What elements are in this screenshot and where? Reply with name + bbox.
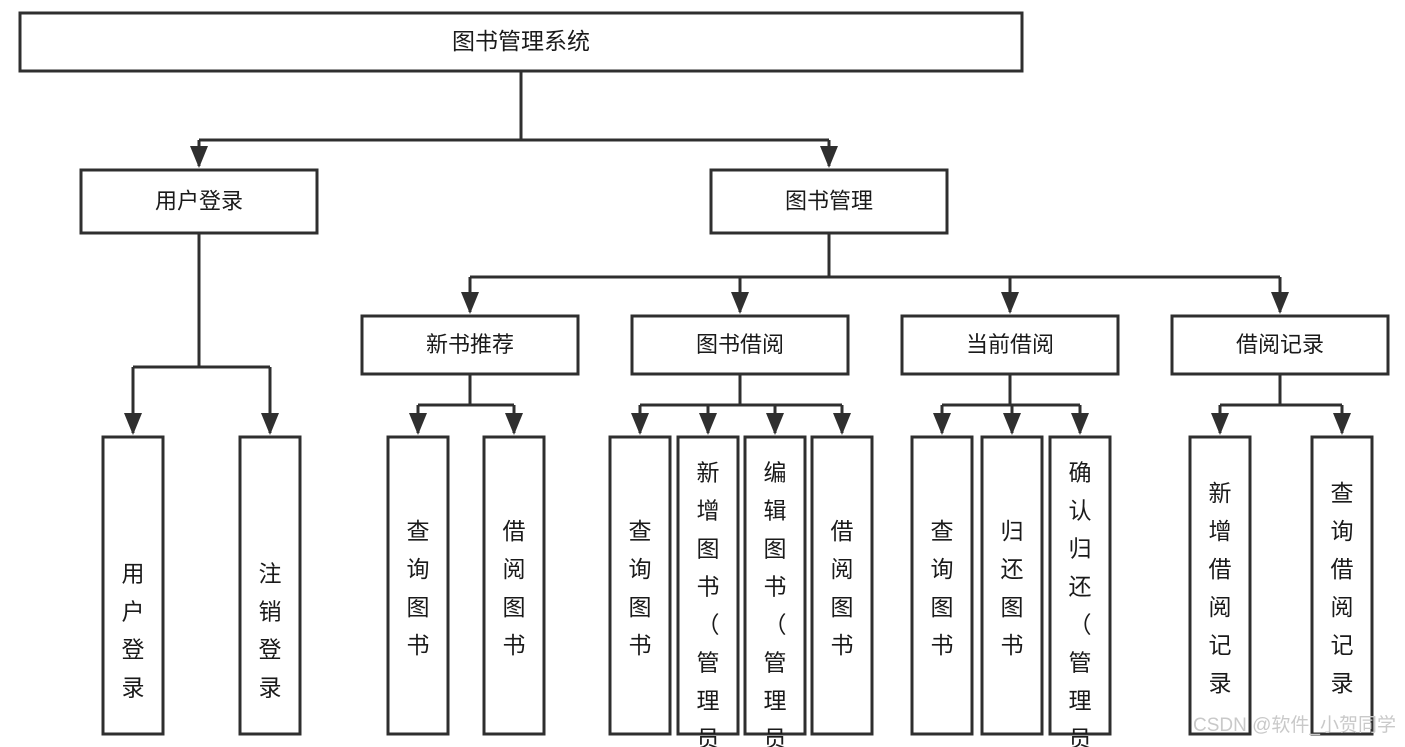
node-leaf-leaf-edit-book[interactable]: 编辑图书（管理员） (743, 435, 807, 747)
node-label: 查询图书 (931, 518, 954, 658)
node-label: 图书借阅 (696, 332, 784, 357)
node-label: 新增借阅记录 (1209, 480, 1232, 696)
node-label: 当前借阅 (966, 332, 1054, 357)
node-root-root[interactable]: 图书管理系统 (18, 11, 1024, 73)
node-rect[interactable] (238, 435, 302, 736)
arrowhead (505, 413, 523, 435)
node-label: 查询借阅记录 (1331, 480, 1354, 696)
arrowhead (1071, 413, 1089, 435)
node-label: 图书管理系统 (452, 28, 590, 54)
arrowhead (933, 413, 951, 435)
node-rect[interactable] (79, 168, 319, 235)
node-rect[interactable] (1188, 435, 1252, 736)
node-label: 归还图书 (1001, 518, 1024, 658)
node-label: 用户登录 (122, 561, 145, 701)
node-label: 借阅图书 (503, 518, 526, 658)
node-leaf-leaf-query-record[interactable]: 查询借阅记录 (1310, 435, 1374, 736)
node-leaf-leaf-user-login[interactable]: 用户登录 (101, 435, 165, 736)
arrowhead (699, 413, 717, 435)
node-rect[interactable] (810, 435, 874, 736)
node-leaf-leaf-borrow-book-2[interactable]: 借阅图书 (810, 435, 874, 736)
node-label: 确认归还（管理员） (1069, 460, 1092, 747)
node-leaf-leaf-return-book[interactable]: 归还图书 (980, 435, 1044, 736)
node-rect[interactable] (910, 435, 974, 736)
node-rect[interactable] (676, 435, 740, 736)
node-rect[interactable] (1310, 435, 1374, 736)
node-level3-new-book-recommend[interactable]: 新书推荐 (360, 314, 580, 376)
arrowhead (1271, 292, 1289, 314)
arrowhead (461, 292, 479, 314)
node-label: 编辑图书（管理员） (764, 460, 787, 747)
arrowhead (409, 413, 427, 435)
node-rect[interactable] (630, 314, 850, 376)
node-level3-book-borrow[interactable]: 图书借阅 (630, 314, 850, 376)
node-label: 查询图书 (629, 518, 652, 658)
node-label: 借阅记录 (1236, 332, 1324, 357)
node-rect[interactable] (900, 314, 1120, 376)
node-leaf-leaf-add-book[interactable]: 新增图书（管理员） (676, 435, 740, 747)
arrowhead (124, 413, 142, 435)
node-leaf-leaf-borrow-book-1[interactable]: 借阅图书 (482, 435, 546, 736)
node-rect[interactable] (18, 11, 1024, 73)
node-label: 注销登录 (259, 561, 282, 701)
node-rect[interactable] (709, 168, 949, 235)
node-label: 用户登录 (155, 188, 243, 213)
node-label: 图书管理 (785, 188, 873, 213)
node-level3-current-borrow[interactable]: 当前借阅 (900, 314, 1120, 376)
node-leaf-leaf-logout[interactable]: 注销登录 (238, 435, 302, 736)
node-level2-book-manage[interactable]: 图书管理 (709, 168, 949, 235)
arrowhead (1333, 413, 1351, 435)
node-leaf-leaf-confirm-return[interactable]: 确认归还（管理员） (1048, 435, 1112, 747)
arrowhead (731, 292, 749, 314)
node-label: 新增图书（管理员） (697, 460, 720, 747)
node-boxes: 图书管理系统用户登录图书管理新书推荐图书借阅当前借阅借阅记录用户登录注销登录查询… (18, 11, 1390, 747)
arrowhead (766, 413, 784, 435)
arrowhead (820, 146, 838, 168)
node-rect[interactable] (1048, 435, 1112, 736)
node-rect[interactable] (743, 435, 807, 736)
node-label: 查询图书 (407, 518, 430, 658)
node-label: 新书推荐 (426, 332, 514, 357)
node-leaf-leaf-add-record[interactable]: 新增借阅记录 (1188, 435, 1252, 736)
node-leaf-leaf-query-book-2[interactable]: 查询图书 (608, 435, 672, 736)
csdn-watermark: CSDN @软件_小贺同学 (1193, 714, 1396, 736)
node-label: 借阅图书 (831, 518, 854, 658)
connector-lines (124, 71, 1351, 435)
arrowhead (833, 413, 851, 435)
arrowhead (1001, 292, 1019, 314)
node-rect[interactable] (101, 435, 165, 736)
arrowhead (190, 146, 208, 168)
arrowhead (1211, 413, 1229, 435)
node-rect[interactable] (1170, 314, 1390, 376)
node-rect[interactable] (386, 435, 450, 736)
node-rect[interactable] (980, 435, 1044, 736)
node-leaf-leaf-query-book-1[interactable]: 查询图书 (386, 435, 450, 736)
node-rect[interactable] (608, 435, 672, 736)
node-leaf-leaf-query-book-3[interactable]: 查询图书 (910, 435, 974, 736)
node-rect[interactable] (360, 314, 580, 376)
arrowhead (631, 413, 649, 435)
arrowhead (1003, 413, 1021, 435)
arrowhead (261, 413, 279, 435)
node-level3-borrow-record[interactable]: 借阅记录 (1170, 314, 1390, 376)
node-level2-user-login[interactable]: 用户登录 (79, 168, 319, 235)
node-rect[interactable] (482, 435, 546, 736)
